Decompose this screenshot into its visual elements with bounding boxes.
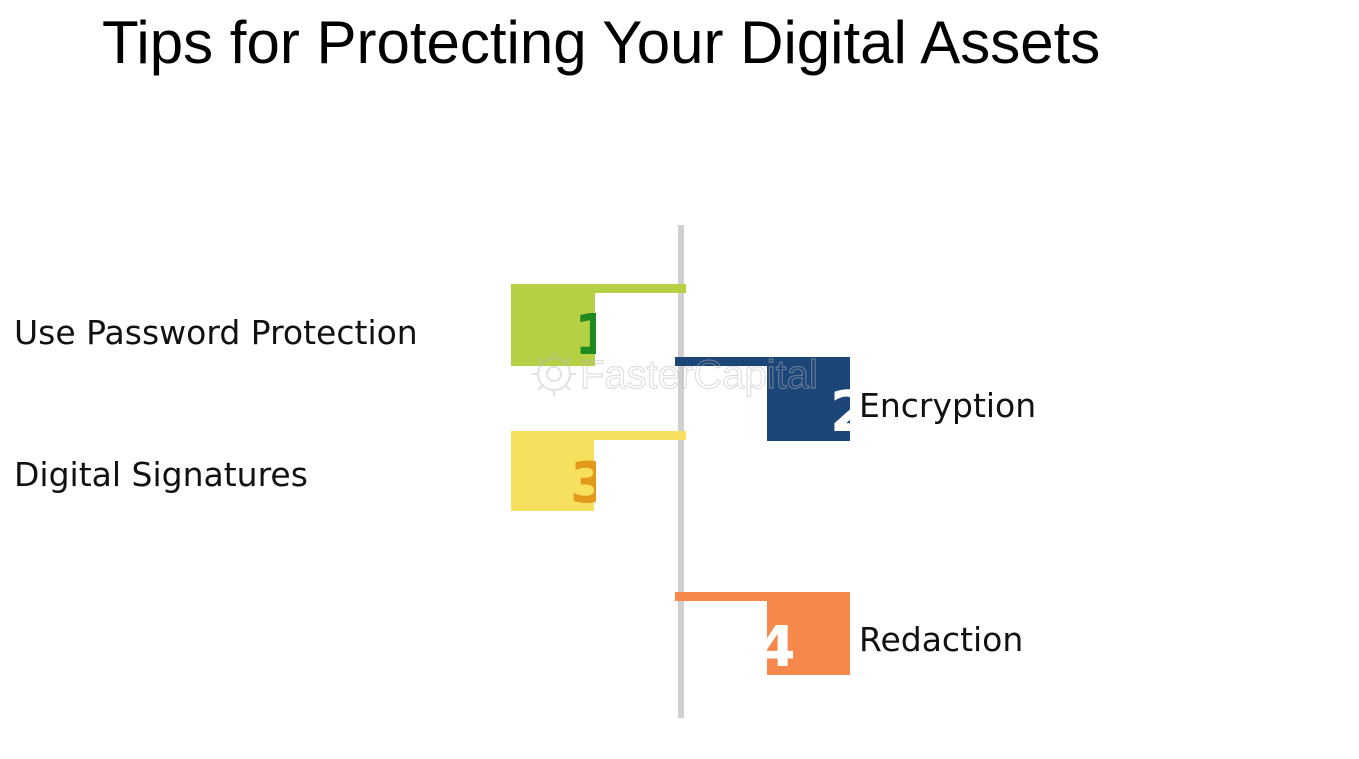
step-label-3: Digital Signatures <box>14 455 308 494</box>
step-label-4: Redaction <box>859 620 1024 659</box>
step-number-1: 1 <box>574 308 596 368</box>
flag-block-2 <box>767 357 850 441</box>
gear-icon <box>532 352 576 396</box>
step-label-1: Use Password Protection <box>14 313 418 352</box>
flag-stem-1 <box>511 284 686 293</box>
step-label-2: Encryption <box>859 386 1037 425</box>
watermark-logo: FasterCapital <box>532 352 818 398</box>
timeline-spine <box>678 225 684 718</box>
flag-block-3 <box>511 431 594 511</box>
watermark-text: FasterCapital <box>580 353 818 397</box>
step-number-4: 4 <box>757 620 793 676</box>
flag-stem-3 <box>511 431 686 440</box>
flag-notch-2 <box>685 366 767 441</box>
step-number-2: 2 <box>830 385 850 441</box>
flag-notch-4 <box>685 601 767 675</box>
flag-stem-4 <box>675 592 850 601</box>
page-title: Tips for Protecting Your Digital Assets <box>102 9 1101 76</box>
flag-notch-1 <box>596 293 676 366</box>
flag-stem-2 <box>675 357 850 366</box>
flag-notch-3 <box>595 440 676 511</box>
step-number-3: 3 <box>570 456 596 512</box>
flag-block-4 <box>767 592 850 675</box>
flag-block-1 <box>511 284 595 366</box>
